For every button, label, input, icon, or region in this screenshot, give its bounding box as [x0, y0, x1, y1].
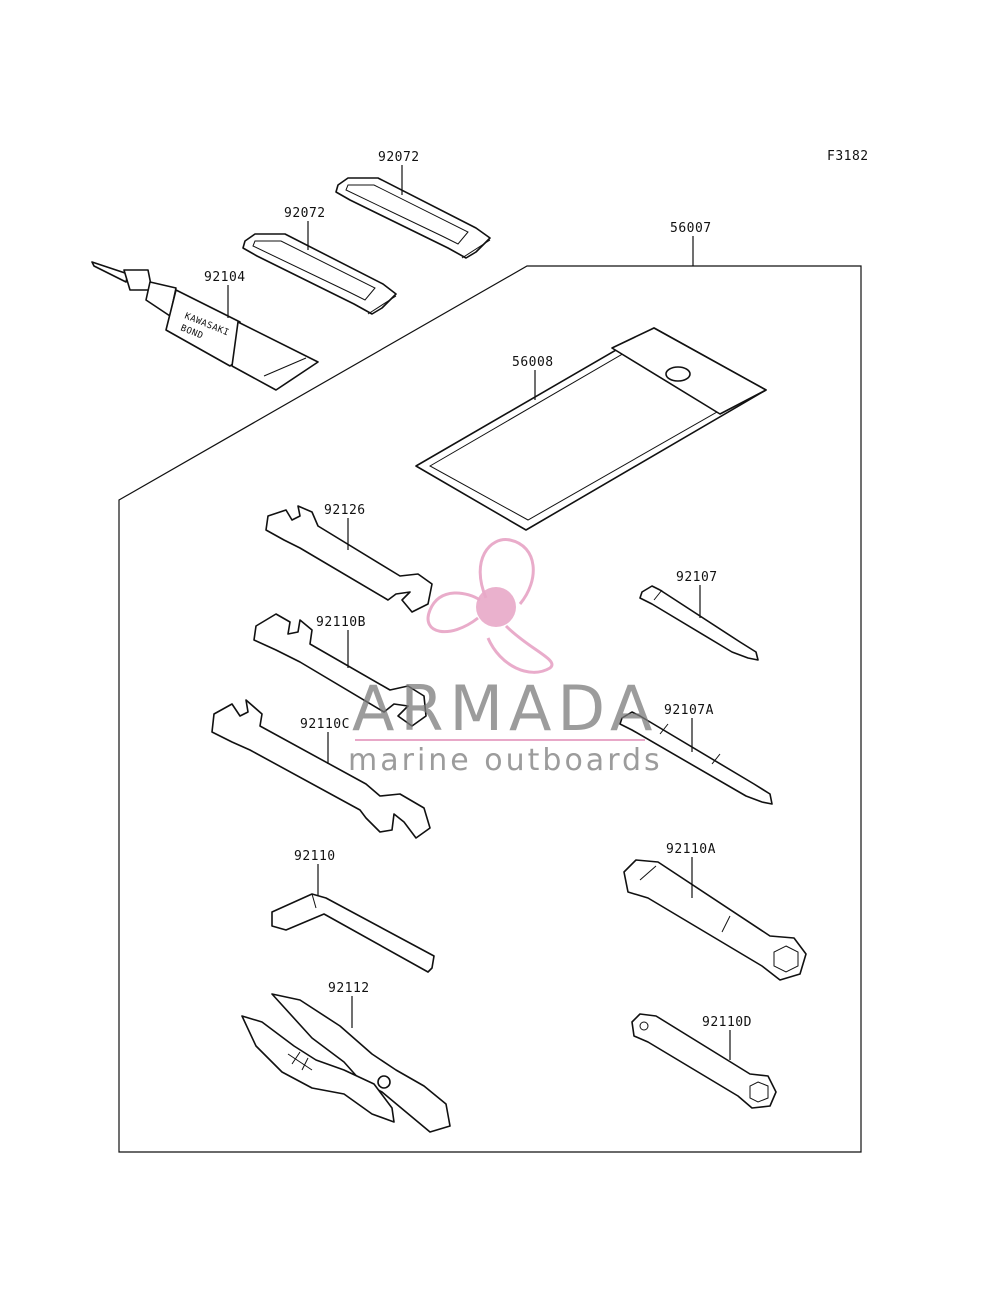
- propeller-icon: [426, 538, 554, 674]
- pliers: [241, 993, 451, 1133]
- watermark-subtitle: marine outboards: [348, 743, 663, 778]
- wrench-92126: [265, 505, 433, 613]
- wrench-92110c: [211, 699, 431, 839]
- box-wrench-92110d: [631, 1013, 777, 1109]
- propeller-hub: [476, 587, 516, 627]
- label-92104: 92104: [204, 270, 246, 285]
- label-56008: 56008: [512, 355, 554, 370]
- box-wrench-92110a: [623, 859, 807, 981]
- label-92107: 92107: [676, 570, 718, 585]
- label-92112: 92112: [328, 981, 370, 996]
- strap-lower: [242, 233, 397, 315]
- label-92110c: 92110C: [300, 717, 350, 732]
- screwdriver-92107: [639, 585, 759, 661]
- watermark-title: ARMADA: [352, 672, 658, 745]
- watermark-logo: ARMADA marine outboards: [348, 538, 663, 778]
- label-92126: 92126: [324, 503, 366, 518]
- label-92110b: 92110B: [316, 615, 366, 630]
- label-92110: 92110: [294, 849, 336, 864]
- tool-kit-outline: [118, 265, 862, 1153]
- figure-code: F3182: [827, 149, 869, 164]
- label-92072-upper: 92072: [378, 150, 420, 165]
- screwdriver-92107a: [619, 711, 773, 805]
- label-92110a: 92110A: [666, 842, 716, 857]
- strap-upper: [335, 177, 491, 259]
- bond-tube: KAWASAKI BOND: [91, 261, 319, 391]
- wrench-92110b: [253, 613, 427, 727]
- label-92110d: 92110D: [702, 1015, 752, 1030]
- label-92107a: 92107A: [664, 703, 714, 718]
- tool-case: [415, 327, 767, 531]
- label-56007: 56007: [670, 221, 712, 236]
- hex-key: [271, 893, 435, 973]
- label-92072-lower: 92072: [284, 206, 326, 221]
